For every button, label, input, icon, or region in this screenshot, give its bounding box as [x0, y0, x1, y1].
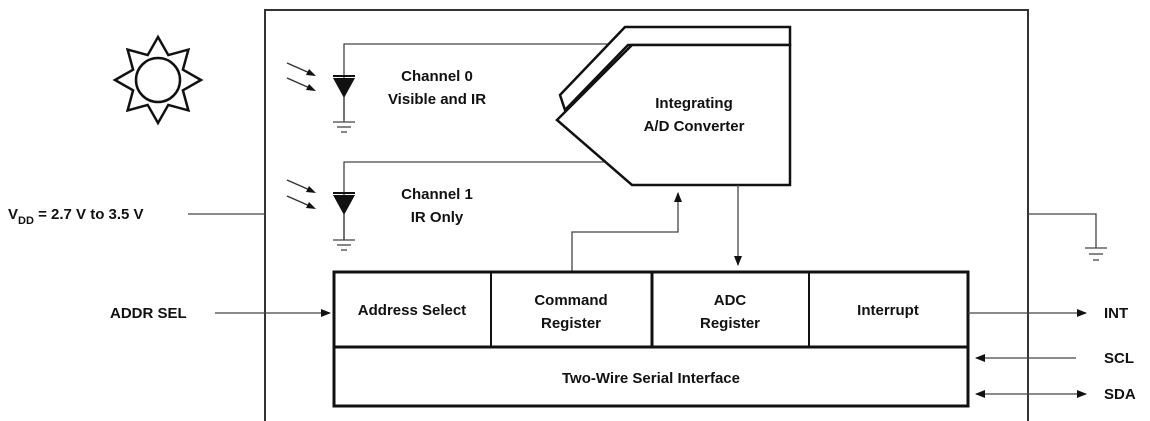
vdd-label: VDD = 2.7 V to 3.5 V [8, 206, 144, 227]
adc-converter-label: Integrating [655, 95, 733, 112]
addr-sel-pin-label: ADDR SEL [110, 305, 187, 322]
vdd-prefix: V [8, 206, 18, 223]
serial-interface-label: Two-Wire Serial Interface [562, 370, 740, 387]
ground-icon-right [1028, 213, 1107, 261]
adc-converter-sublabel: A/D Converter [644, 118, 745, 135]
channel-0-sublabel: Visible and IR [388, 91, 486, 108]
photodiode-channel-1 [333, 161, 612, 251]
adc-register-sublabel: Register [700, 315, 760, 332]
adc-converter-block [555, 25, 792, 187]
command-register-label: Command [534, 292, 607, 309]
command-register-sublabel: Register [541, 315, 601, 332]
chip-outline [264, 9, 1029, 421]
command-to-adc-line [571, 192, 682, 272]
address-select-label: Address Select [358, 302, 466, 319]
sda-pin-label: SDA [1104, 386, 1136, 403]
vdd-subscript: DD [18, 215, 34, 227]
scl-pin-label: SCL [1104, 350, 1134, 367]
interrupt-label: Interrupt [857, 302, 919, 319]
channel-1-label: Channel 1 [401, 186, 473, 203]
vdd-value: = 2.7 V to 3.5 V [34, 206, 144, 223]
channel-0-label: Channel 0 [401, 68, 473, 85]
sun-icon [112, 34, 204, 126]
channel-1-sublabel: IR Only [411, 209, 464, 226]
int-pin-label: INT [1104, 305, 1128, 322]
photodiode-channel-0 [333, 43, 608, 133]
light-arrow-icon [286, 62, 316, 91]
adc-register-label: ADC [714, 292, 747, 309]
light-arrow-icon [286, 179, 316, 209]
